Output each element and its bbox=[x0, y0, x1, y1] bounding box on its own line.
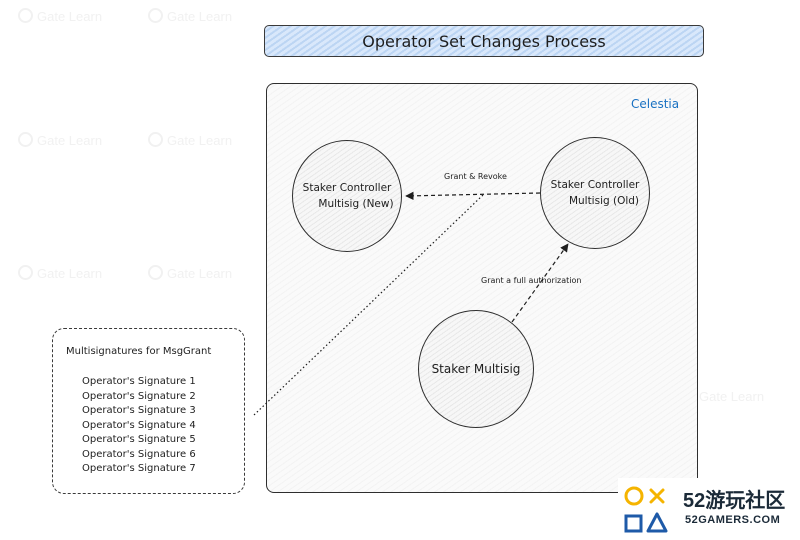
signature-list: Operator's Signature 1 Operator's Signat… bbox=[82, 375, 196, 477]
signature-item: Operator's Signature 6 bbox=[82, 448, 196, 460]
full-authorization-arrow bbox=[511, 243, 569, 323]
node-label: Staker Controller bbox=[550, 179, 640, 191]
node-label: Multisig (Old) bbox=[568, 195, 640, 207]
watermark: Gate Learn bbox=[18, 265, 102, 281]
multisignatures-title: Multisignatures for MsgGrant bbox=[66, 346, 212, 357]
logo-text: 52游玩社区 bbox=[683, 490, 786, 512]
signature-item: Operator's Signature 7 bbox=[82, 463, 196, 474]
signature-item: Operator's Signature 5 bbox=[82, 434, 196, 445]
site-logo: 52游玩社区 52GAMERS.COM bbox=[618, 478, 800, 540]
watermark-icon bbox=[148, 8, 163, 23]
staker-controller-old-node: Staker Controller Multisig (Old) bbox=[540, 137, 650, 249]
node-label: Multisig (New) bbox=[318, 198, 394, 210]
staker-multisig-node: Staker Multisig bbox=[418, 310, 534, 428]
staker-controller-new-node: Staker Controller Multisig (New) bbox=[292, 140, 402, 252]
watermark-icon bbox=[18, 265, 33, 280]
node-label: Staker Controller bbox=[302, 182, 392, 194]
grant-revoke-arrow bbox=[405, 191, 541, 201]
logo-subtext: 52GAMERS.COM bbox=[685, 514, 781, 526]
diagram-title-box: Operator Set Changes Process bbox=[264, 25, 704, 57]
gamepad-symbols-icon bbox=[624, 486, 668, 533]
watermark-icon bbox=[18, 8, 33, 23]
full-authorization-label: Grant a full authorization bbox=[481, 276, 582, 285]
watermark: Gate Learn bbox=[148, 132, 232, 148]
watermark: Gate Learn bbox=[148, 265, 232, 281]
watermark-icon bbox=[148, 265, 163, 280]
celestia-label: Celestia bbox=[631, 97, 680, 111]
signature-item: Operator's Signature 4 bbox=[82, 419, 196, 431]
signature-item: Operator's Signature 3 bbox=[82, 405, 196, 416]
watermark: Gate Learn bbox=[18, 8, 102, 24]
watermark-icon bbox=[18, 132, 33, 147]
grant-revoke-label: Grant & Revoke bbox=[444, 172, 507, 181]
watermark: Gate Learn bbox=[18, 132, 102, 148]
signature-item: Operator's Signature 1 bbox=[82, 376, 196, 387]
signature-item: Operator's Signature 2 bbox=[82, 390, 196, 402]
diagram-title: Operator Set Changes Process bbox=[362, 31, 606, 51]
multisig-link-line bbox=[253, 194, 484, 416]
watermark-icon bbox=[148, 132, 163, 147]
multisignatures-panel: Multisignatures for MsgGrant Operator's … bbox=[52, 328, 245, 494]
node-label: Staker Multisig bbox=[431, 362, 521, 376]
watermark: Gate Learn bbox=[148, 8, 232, 24]
